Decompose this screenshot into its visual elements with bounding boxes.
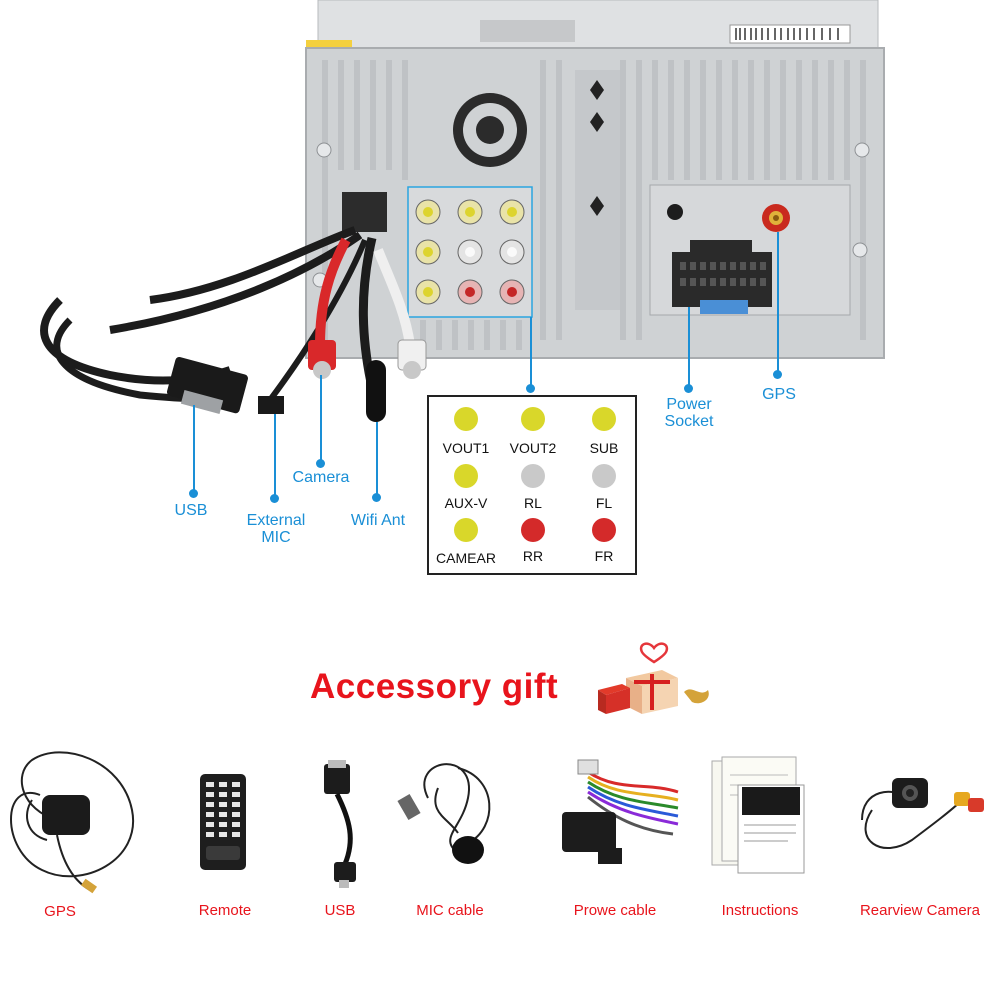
- accessory-label-instructions: Instructions: [721, 902, 799, 919]
- rearview-camera-image: [861, 778, 984, 850]
- usb-cable-image: [324, 760, 356, 888]
- legend-label-fr: FR: [594, 548, 614, 564]
- accessory-label-usb: USB: [324, 902, 356, 919]
- camera-callout-dot: [316, 459, 325, 468]
- mic-callout-dot: [270, 494, 279, 503]
- usb-callout-dot: [189, 489, 198, 498]
- legend-label-aux-v: AUX-V: [444, 495, 488, 511]
- rca-callout-dot: [526, 384, 535, 393]
- camera-callout-line: [320, 375, 322, 465]
- rca-legend: VOUT1 VOUT2 SUB AUX-V RL FL CAMEAR RR FR: [427, 395, 637, 575]
- external-mic-line1: External: [246, 512, 306, 529]
- power-socket-callout-label: Power Socket: [654, 396, 724, 430]
- accessory-label-remote: Remote: [198, 902, 252, 919]
- mic-callout-line: [274, 414, 276, 499]
- legend-dot-rl: [521, 464, 545, 488]
- usb-callout-line: [193, 405, 195, 495]
- legend-dot-fr: [592, 518, 616, 542]
- legend-label-vout2: VOUT2: [509, 440, 557, 456]
- external-mic-line2: MIC: [261, 529, 291, 546]
- usb-callout-label: USB: [174, 502, 208, 519]
- power-cable-image: [562, 759, 679, 864]
- accessory-label-gps: GPS: [44, 903, 76, 920]
- power-callout-dot: [684, 384, 693, 393]
- legend-dot-aux-v: [454, 464, 478, 488]
- external-mic-callout-label: External MIC: [236, 512, 316, 546]
- remote-image: [200, 774, 246, 870]
- accessory-label-prowe-cable: Prowe cable: [573, 902, 657, 919]
- legend-dot-vout2: [521, 407, 545, 431]
- legend-dot-fl: [592, 464, 616, 488]
- legend-label-fl: FL: [595, 495, 613, 511]
- wifi-callout-dot: [372, 493, 381, 502]
- head-unit-illustration: [40, 0, 885, 422]
- power-callout-line: [688, 307, 690, 387]
- gps-callout-dot: [773, 370, 782, 379]
- legend-label-rr: RR: [522, 548, 544, 564]
- legend-dot-rr: [521, 518, 545, 542]
- legend-dot-camear: [454, 518, 478, 542]
- legend-label-vout1: VOUT1: [442, 440, 490, 456]
- accessory-label-rearview-camera: Rearview Camera: [859, 902, 981, 919]
- gps-antenna-image: [10, 751, 135, 894]
- gps-callout-line: [777, 232, 779, 374]
- wifi-ant-callout-label: Wifi Ant: [350, 512, 406, 529]
- legend-label-sub: SUB: [589, 440, 619, 456]
- legend-label-rl: RL: [524, 495, 542, 511]
- gift-box-icon: [598, 642, 709, 714]
- mic-cable-image: [397, 763, 491, 864]
- accessory-label-mic-cable: MIC cable: [416, 902, 484, 919]
- legend-label-camear: CAMEAR: [436, 550, 496, 566]
- instructions-image: [711, 756, 805, 874]
- gps-callout-label: GPS: [762, 386, 796, 403]
- power-socket-line1: Power: [666, 396, 712, 413]
- legend-dot-sub: [592, 407, 616, 431]
- legend-dot-vout1: [454, 407, 478, 431]
- accessory-gift-title: Accessory gift: [310, 667, 559, 706]
- power-socket-line2: Socket: [664, 413, 714, 430]
- rca-callout-line: [530, 317, 532, 387]
- wifi-callout-line: [376, 422, 378, 497]
- camera-callout-label: Camera: [292, 469, 350, 486]
